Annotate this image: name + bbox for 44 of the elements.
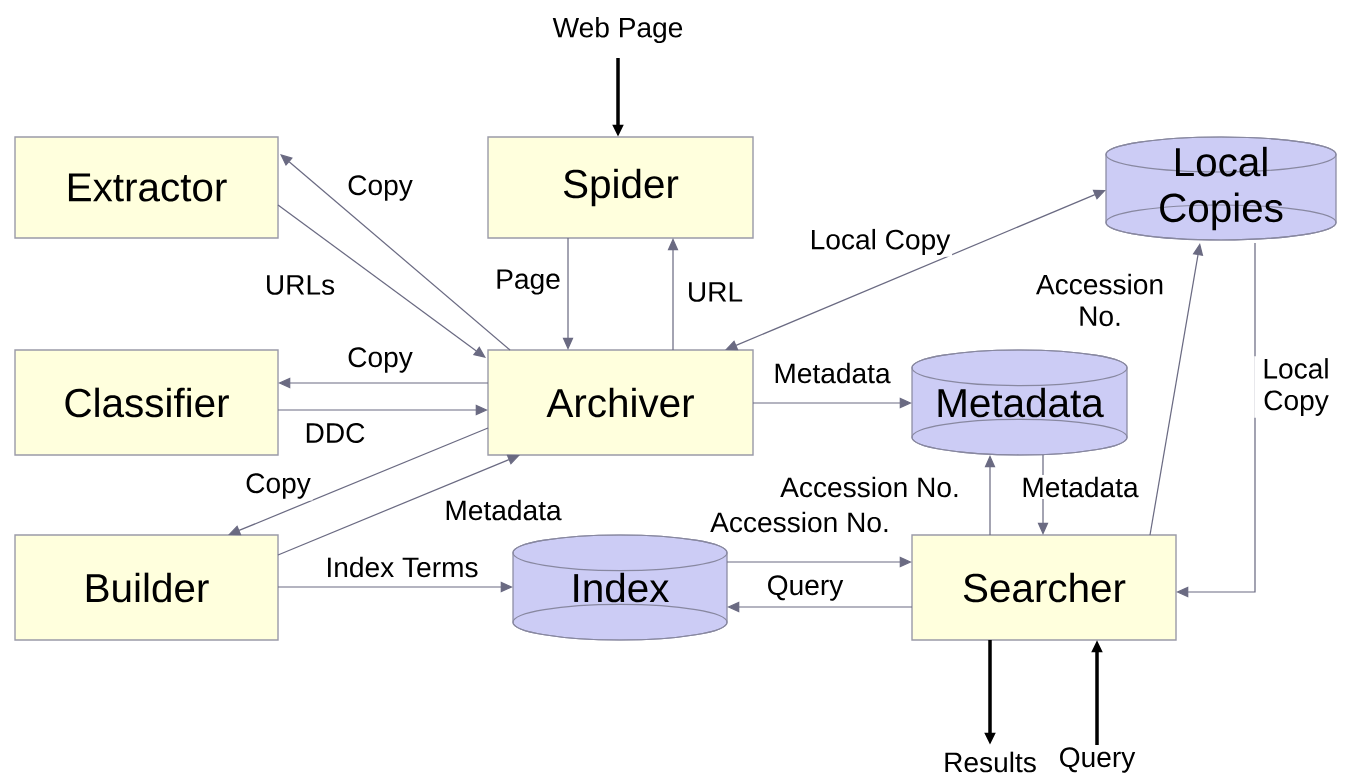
process-box: Searcher: [911, 534, 1177, 641]
process-box: Extractor: [14, 136, 279, 239]
external-label: Query: [1060, 747, 1136, 773]
edge-label: Accession No.: [778, 474, 962, 500]
external-label: Web Page: [552, 16, 683, 44]
process-box: Builder: [14, 534, 279, 641]
database-cylinder: Metadata: [911, 349, 1128, 456]
edge-label: Accession No.: [708, 509, 892, 535]
edge-label: Page: [493, 267, 563, 297]
arrow: [727, 601, 913, 613]
process-box: Archiver: [487, 349, 754, 456]
edge-label: Copy: [345, 173, 415, 203]
edge-label: Metadata: [1019, 474, 1141, 500]
arrow: [228, 427, 489, 536]
arrow: [667, 238, 679, 351]
arrow: [277, 204, 486, 358]
arrow: [277, 581, 513, 593]
edge-label: Copy: [345, 345, 415, 375]
arrow: [277, 454, 520, 556]
edge-label: Copy: [243, 471, 313, 501]
arrow: [726, 556, 912, 568]
arrow: [984, 455, 996, 536]
edge-label: URLs: [263, 273, 337, 297]
edge-label: Query: [764, 573, 846, 603]
arrow: [1149, 243, 1204, 536]
process-box: Spider: [487, 136, 754, 239]
arrow: [725, 189, 1106, 351]
edge-label: Local Copy: [1254, 356, 1338, 418]
arrow: [562, 237, 574, 350]
arrow: [278, 377, 489, 389]
edge-label: Metadata: [442, 497, 564, 523]
arrow: [280, 154, 511, 351]
arrow: [277, 404, 488, 416]
edge-label: Accession No.: [1023, 272, 1177, 328]
edge-label: Index Terms: [323, 554, 481, 580]
arrow: [752, 397, 912, 409]
edge-label: URL: [685, 280, 745, 304]
process-box: Classifier: [14, 349, 279, 456]
external-label: Results: [945, 751, 1036, 773]
edge-label: Metadata: [771, 360, 893, 386]
database-cylinder: Index: [512, 534, 728, 641]
edge-label: DDC: [302, 421, 368, 445]
edge-label: Local Copy: [807, 227, 953, 257]
database-cylinder: Local Copies: [1105, 136, 1337, 241]
